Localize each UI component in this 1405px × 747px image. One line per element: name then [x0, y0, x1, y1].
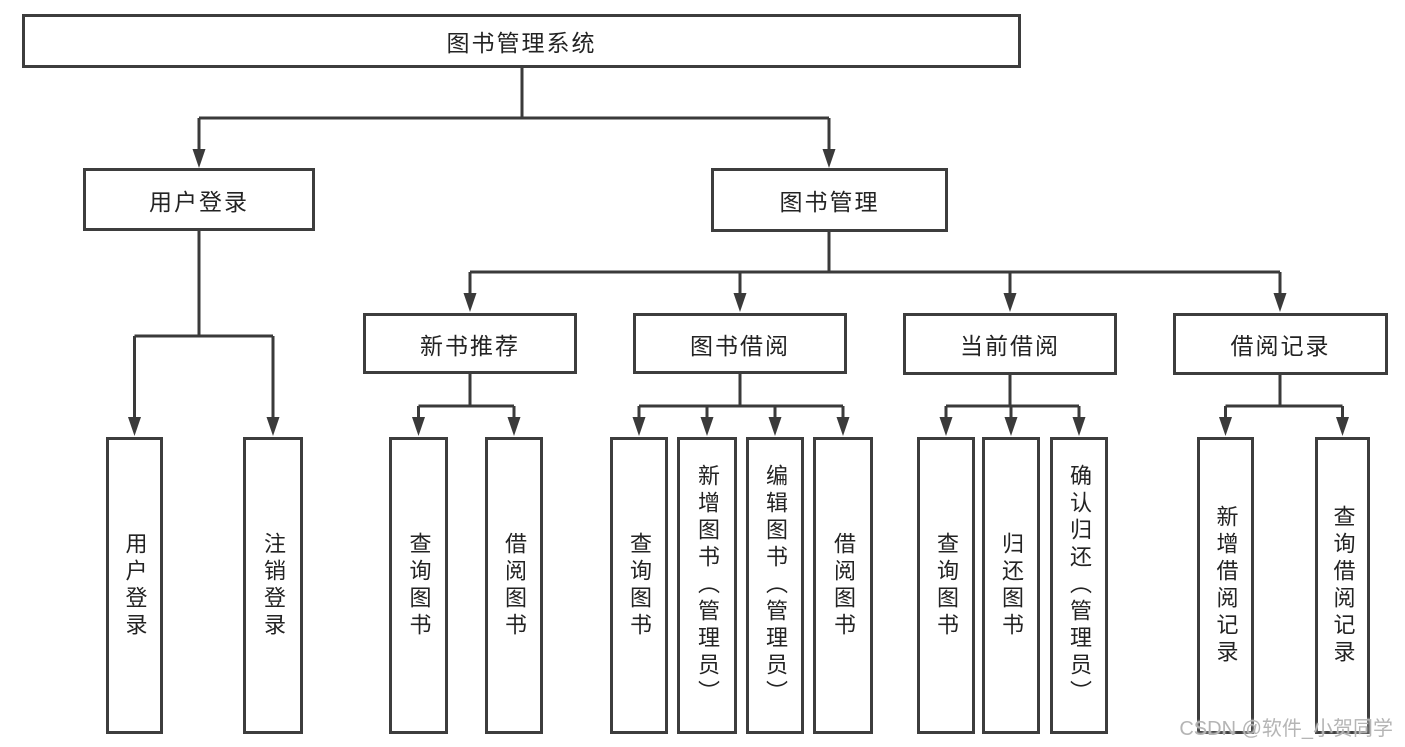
arrowhead-leaf [266, 417, 280, 436]
node-book-borrowing-label: 图书借阅 [690, 332, 790, 359]
leaf-query-books-recommend: 查询图书 [389, 437, 448, 734]
leaf-query-books-borrowing: 查询图书 [610, 437, 668, 734]
arrowhead-leaf [632, 417, 646, 436]
node-user-login: 用户登录 [83, 168, 315, 231]
leaf-query-books-current: 查询图书 [917, 437, 975, 734]
arrowhead-leaf [128, 417, 141, 436]
leaf-query-borrow-record-label: 查询借阅记录 [1330, 504, 1356, 667]
leaf-logout-login-label: 注销登录 [261, 531, 286, 640]
arrowhead-level3 [733, 293, 747, 312]
leaf-borrow-books-recommend-label: 借阅图书 [502, 531, 527, 640]
node-book-borrowing: 图书借阅 [633, 313, 847, 374]
leaf-query-borrow-record: 查询借阅记录 [1315, 437, 1370, 734]
leaf-query-books-recommend-label: 查询图书 [406, 531, 432, 640]
leaf-confirm-return-admin: 确认归还（管理员） [1050, 437, 1108, 734]
arrowhead-leaf [939, 417, 953, 436]
leaf-add-borrow-record-label: 新增借阅记录 [1213, 504, 1239, 667]
arrowhead-user-login [192, 149, 206, 168]
node-current-borrowing-label: 当前借阅 [960, 333, 1060, 359]
arrowhead-leaf [1336, 417, 1349, 436]
node-current-borrowing: 当前借阅 [903, 313, 1117, 375]
node-borrowing-records: 借阅记录 [1173, 313, 1388, 375]
node-library-system-label: 图书管理系统 [446, 30, 597, 56]
node-library-system: 图书管理系统 [22, 14, 1021, 68]
leaf-borrow-books-recommend: 借阅图书 [485, 437, 543, 734]
arrowhead-leaf [700, 417, 714, 436]
leaf-borrow-books: 借阅图书 [813, 437, 873, 734]
leaf-user-login-label: 用户登录 [122, 531, 148, 640]
leaf-add-books-admin-label: 新增图书（管理员） [695, 464, 720, 707]
leaf-edit-books-admin: 编辑图书（管理员） [746, 437, 804, 734]
arrowhead-book-mgmt [822, 149, 836, 168]
leaf-borrow-books-label: 借阅图书 [831, 531, 856, 640]
arrowhead-leaf [836, 417, 850, 436]
arrowhead-leaf [412, 417, 425, 436]
arrowhead-leaf [1219, 417, 1232, 436]
node-borrowing-records-label: 借阅记录 [1230, 333, 1331, 359]
arrowhead-level3 [1273, 293, 1287, 312]
arrowhead-level3 [1003, 293, 1017, 312]
arrowhead-leaf [1072, 417, 1086, 436]
node-book-management: 图书管理 [711, 168, 948, 232]
node-user-login-label: 用户登录 [149, 188, 249, 215]
leaf-logout-login: 注销登录 [243, 437, 303, 734]
leaf-user-login: 用户登录 [106, 437, 163, 734]
leaf-return-books-label: 归还图书 [999, 531, 1024, 640]
leaf-add-borrow-record: 新增借阅记录 [1197, 437, 1254, 734]
leaf-add-books-admin: 新增图书（管理员） [677, 437, 737, 734]
node-new-book-recommendation-label: 新书推荐 [420, 332, 520, 359]
watermark: CSDN @软件_小贺同学 [1179, 718, 1393, 740]
node-book-management-label: 图书管理 [779, 189, 880, 215]
leaf-confirm-return-admin-label: 确认归还（管理员） [1067, 464, 1092, 707]
arrowhead-leaf [507, 417, 521, 436]
leaf-edit-books-admin-label: 编辑图书（管理员） [763, 464, 788, 707]
arrowhead-leaf [768, 417, 782, 436]
arrowhead-level3 [463, 293, 477, 312]
arrowhead-leaf [1004, 417, 1018, 436]
leaf-query-books-current-label: 查询图书 [934, 531, 959, 640]
leaf-query-books-borrowing-label: 查询图书 [627, 531, 652, 640]
leaf-return-books: 归还图书 [982, 437, 1040, 734]
node-new-book-recommendation: 新书推荐 [363, 313, 577, 374]
